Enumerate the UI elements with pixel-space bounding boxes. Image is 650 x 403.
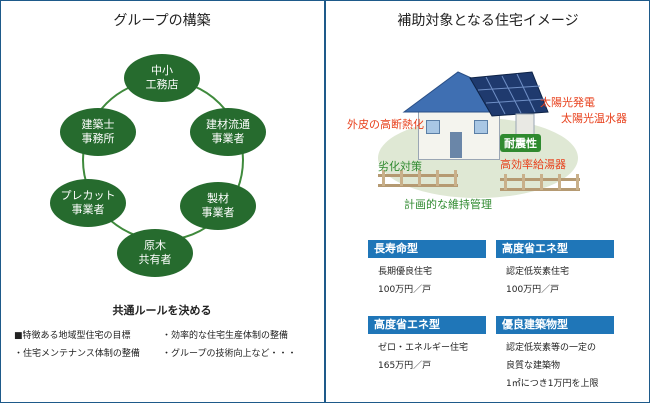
- card-long-life-line: 長期優良住宅: [378, 267, 433, 277]
- fence-post: [540, 174, 543, 190]
- fence-post: [436, 170, 439, 186]
- node-architect-offices: 建築士 事務所: [60, 108, 136, 156]
- label-seismic: 耐震性: [500, 134, 541, 152]
- rule-item: ・グループの技術向上など・・・: [162, 349, 297, 359]
- rule-item: ■特徴ある地域型住宅の目標: [14, 331, 131, 341]
- card-zero-energy-title: 高度省エネ型: [368, 316, 486, 334]
- node-sawmill-operators: 製材 事業者: [180, 182, 256, 230]
- card-quality-building-title: 優良建築物型: [496, 316, 614, 334]
- fence-post: [576, 174, 579, 190]
- rule-item: ・住宅メンテナンス体制の整備: [14, 349, 140, 359]
- house-window: [426, 120, 440, 134]
- card-high-efficiency-line: 認定低炭素住宅: [506, 267, 570, 277]
- card-quality-building-line: 1㎡につき1万円を上限: [506, 379, 599, 389]
- label-deterioration: 劣化対策: [378, 160, 422, 173]
- fence-post: [522, 174, 525, 190]
- fence-post: [558, 174, 561, 190]
- node-log-owners: 原木 共有者: [117, 229, 193, 277]
- card-long-life-title: 長寿命型: [368, 240, 486, 258]
- card-zero-energy-line: 165万円／戸: [378, 361, 432, 371]
- label-exterior-insulation: 外皮の高断熱化: [347, 118, 424, 131]
- fence-post: [382, 170, 385, 186]
- card-long-life-line: 100万円／戸: [378, 285, 432, 295]
- rule-item: ・効率的な住宅生産体制の整備: [162, 331, 289, 341]
- node-building-material-distributors: 建材流通 事業者: [190, 108, 266, 156]
- group-title: グループの構築: [113, 13, 211, 29]
- panel-divider: [324, 0, 326, 403]
- node-precut-operators: プレカット 事業者: [50, 179, 126, 227]
- fence-post: [454, 170, 457, 186]
- card-quality-building-line: 良質な建築物: [506, 361, 561, 371]
- fence-post: [418, 170, 421, 186]
- label-maintenance: 計画的な維持管理: [404, 198, 492, 211]
- card-high-efficiency-title: 高度省エネ型: [496, 240, 614, 258]
- card-high-efficiency-line: 100万円／戸: [506, 285, 560, 295]
- label-solar-power: 太陽光発電: [540, 96, 595, 109]
- card-zero-energy-line: ゼロ・エネルギー住宅: [378, 343, 469, 353]
- card-quality-building-line: 認定低炭素等の一定の: [506, 343, 597, 353]
- fence-post: [504, 174, 507, 190]
- label-efficient-water-heater: 高効率給湯器: [500, 158, 566, 171]
- common-rules-title: 共通ルールを決める: [112, 304, 212, 317]
- house-window: [474, 120, 488, 134]
- housing-image-title: 補助対象となる住宅イメージ: [397, 13, 579, 29]
- label-solar-water-heater: 太陽光温水器: [561, 112, 627, 125]
- house-door: [450, 132, 462, 158]
- fence-post: [400, 170, 403, 186]
- node-small-medium-builders: 中小 工務店: [124, 54, 200, 102]
